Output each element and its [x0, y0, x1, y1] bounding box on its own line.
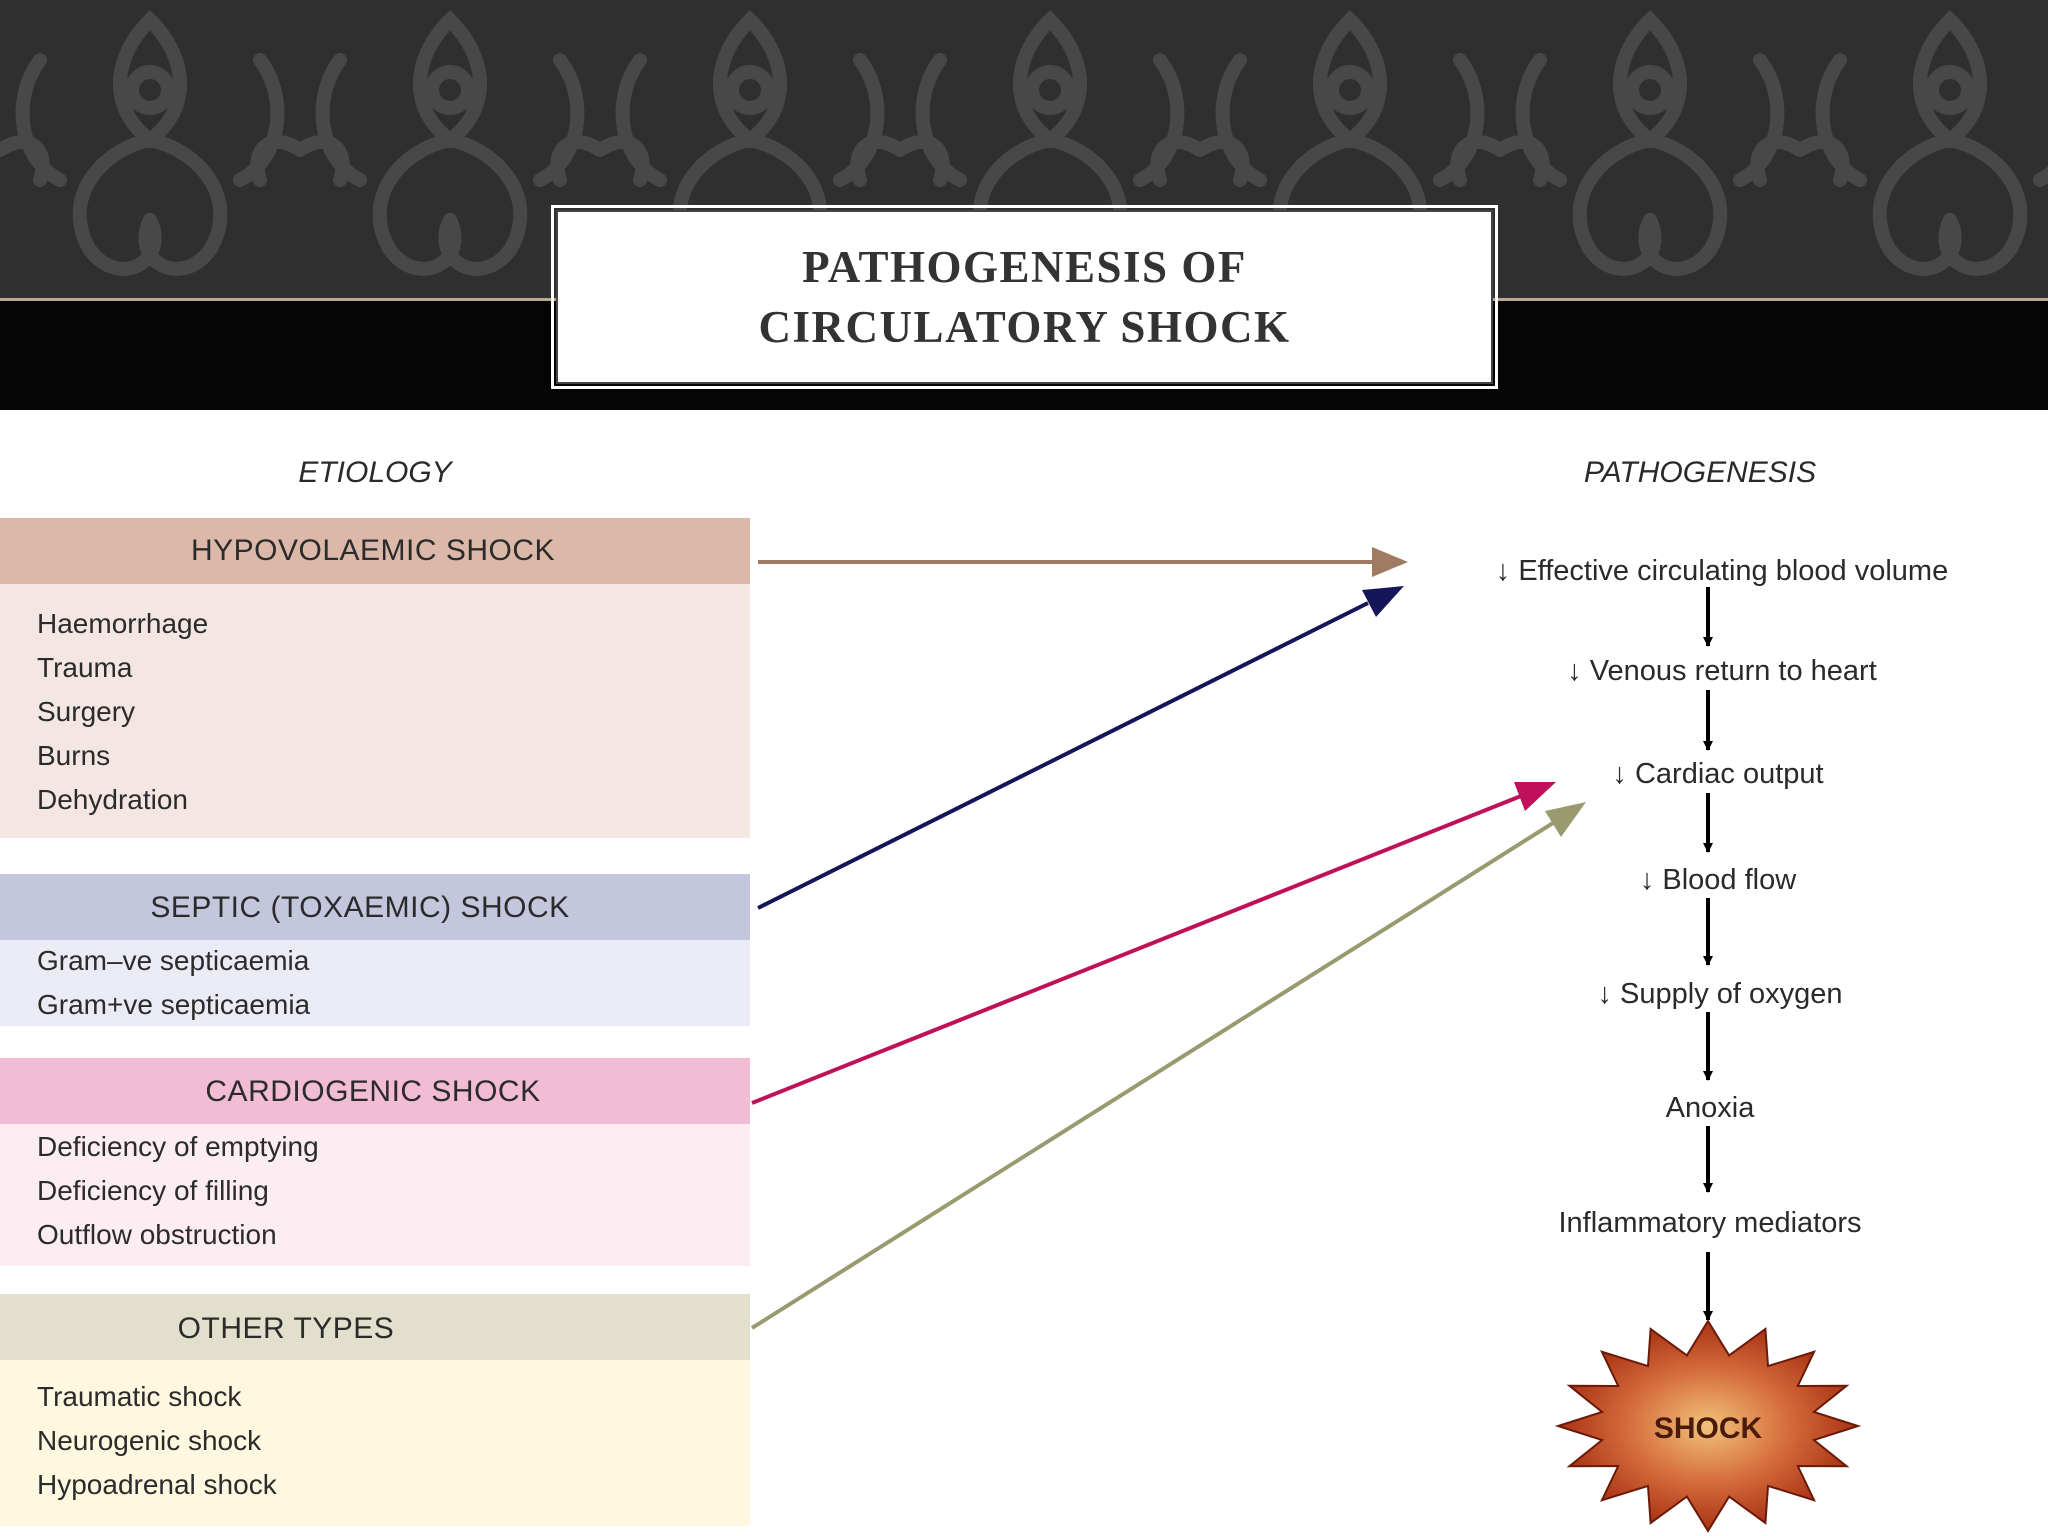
category-item: Trauma	[37, 652, 133, 683]
category-septic: SEPTIC (TOXAEMIC) SHOCK Gram–ve septicae…	[0, 874, 750, 1026]
pathway-step: ↓ Effective circulating blood volume	[1496, 555, 1948, 587]
starburst-icon	[1554, 1319, 1862, 1533]
pathway-step: ↓ Supply of oxygen	[1597, 978, 1842, 1010]
connector-septic	[757, 601, 1369, 910]
category-header	[0, 518, 750, 584]
connector-arrows	[750, 547, 1586, 1330]
category-heading: HYPOVOLAEMIC SHOCK	[191, 534, 555, 567]
category-item: Outflow obstruction	[37, 1219, 277, 1250]
connector-cardiogenic	[751, 794, 1522, 1105]
pathway-step: ↓ Blood flow	[1640, 864, 1797, 896]
category-item: Deficiency of filling	[37, 1175, 269, 1206]
category-item: Traumatic shock	[37, 1381, 242, 1412]
category-cardiogenic: CARDIOGENIC SHOCK Deficiency of emptying…	[0, 1058, 750, 1266]
category-header	[0, 1294, 750, 1360]
category-other-types: OTHER TYPES Traumatic shock Neurogenic s…	[0, 1294, 750, 1526]
category-header	[0, 1058, 750, 1124]
shock-label: SHOCK	[1654, 1412, 1763, 1445]
category-body	[0, 1360, 750, 1526]
shock-outcome: SHOCK	[1554, 1319, 1862, 1533]
category-header	[0, 874, 750, 940]
title-box: PATHOGENESIS OF CIRCULATORY SHOCK	[551, 205, 1498, 389]
category-item: Burns	[37, 740, 110, 771]
pathway-step: Anoxia	[1666, 1092, 1756, 1124]
slide-title-line-2: CIRCULATORY SHOCK	[758, 302, 1291, 352]
category-body	[0, 584, 750, 838]
category-heading: CARDIOGENIC SHOCK	[205, 1075, 540, 1108]
arrowhead	[1514, 782, 1556, 811]
pathway-step: ↓ Cardiac output	[1612, 758, 1823, 790]
category-body	[0, 1124, 750, 1266]
category-hypovolaemic: HYPOVOLAEMIC SHOCK Haemorrhage Trauma Su…	[0, 518, 750, 838]
category-body	[0, 940, 750, 1026]
pathway-steps: ↓ Effective circulating blood volume ↓ V…	[1496, 555, 1948, 1239]
connector-other-types	[750, 821, 1555, 1330]
etiology-heading: ETIOLOGY	[298, 456, 453, 489]
category-heading: SEPTIC (TOXAEMIC) SHOCK	[150, 891, 569, 924]
pathogenesis-heading: PATHOGENESIS	[1584, 456, 1816, 489]
category-item: Gram+ve septicaemia	[37, 989, 311, 1020]
slide-title-line-1: PATHOGENESIS OF	[802, 242, 1247, 292]
slide-header: PATHOGENESIS OF CIRCULATORY SHOCK	[0, 0, 2048, 410]
category-item: Deficiency of emptying	[37, 1131, 319, 1162]
category-item: Neurogenic shock	[37, 1425, 262, 1456]
arrowhead	[1372, 547, 1408, 577]
pathway-step: ↓ Venous return to heart	[1567, 655, 1877, 687]
pathway-step: Inflammatory mediators	[1559, 1207, 1862, 1239]
category-item: Gram–ve septicaemia	[37, 945, 310, 976]
category-item: Haemorrhage	[37, 608, 208, 639]
arrowhead	[1545, 802, 1586, 837]
category-heading: OTHER TYPES	[178, 1312, 395, 1345]
category-item: Hypoadrenal shock	[37, 1469, 278, 1500]
arrowhead	[1362, 586, 1404, 617]
category-item: Surgery	[37, 696, 135, 727]
category-item: Dehydration	[37, 784, 188, 815]
